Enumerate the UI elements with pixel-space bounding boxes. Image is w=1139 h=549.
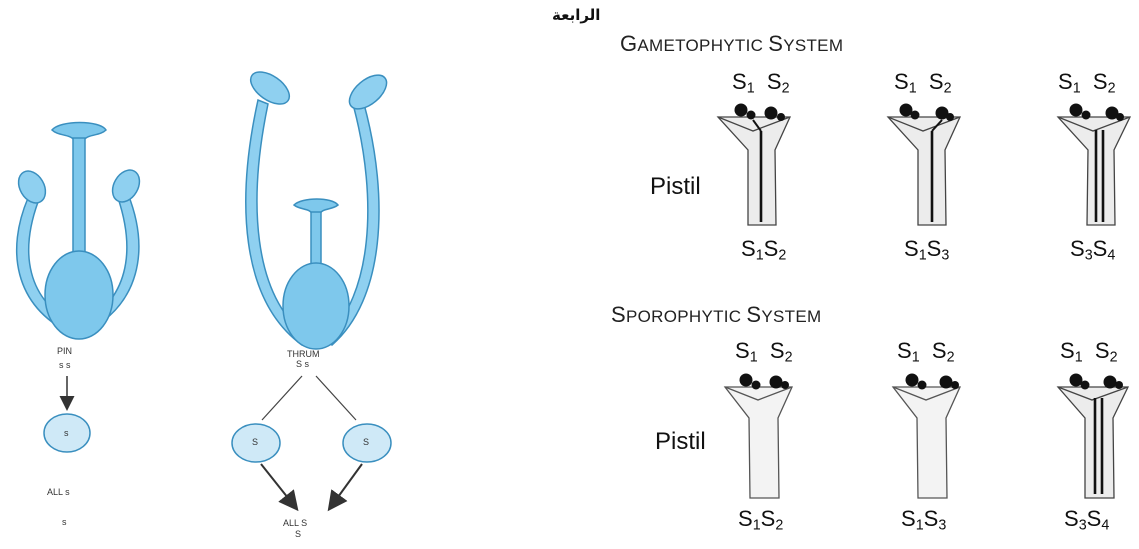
sporophytic-pollen-pair-1: S1 S2 [735,340,793,365]
pin-left-anther [13,166,51,207]
gametophytic-pistil-3 [1058,104,1130,226]
thrum-branch-right [316,376,356,420]
pin-flower [13,123,145,340]
sporophytic-genotype-2: S1S3 [901,508,946,533]
gametophytic-pollen-pair-2: S1 S2 [894,71,952,96]
pin-label: PIN [57,347,72,356]
thrum-pollen-right-label: S [363,438,369,447]
arabic-header: الرابعة [552,8,600,23]
sporophytic-pistil-3 [1058,374,1128,499]
pin-right-anther [107,165,145,206]
thrum-genotype: S s [296,360,309,369]
thrum-arrow-left [261,464,296,508]
sporophytic-title: SPOROPHYTIC SYSTEM [611,304,821,326]
thrum-branch-left [262,376,302,420]
sporophytic-pollen-pair-3: S1 S2 [1060,340,1118,365]
gametophytic-pistils [718,104,1130,226]
sporophytic-pistil-1 [725,374,792,499]
gametophytic-title: GAMETOPHYTIC SYSTEM [620,33,843,55]
sporophytic-pistil-2 [893,374,960,499]
pin-offspring-line1: ALL s [47,488,70,497]
thrum-offspring-line1: ALL S [283,519,307,528]
thrum-flower [245,66,392,349]
gametophytic-pistil-2 [888,104,960,226]
sporophytic-pistils [725,374,1128,499]
sporophytic-genotype-3: S3S4 [1064,508,1109,533]
pin-pollen-allele: s [64,429,69,438]
gametophytic-genotype-1: S1S2 [741,238,786,263]
thrum-pollen-left-label: S [252,438,258,447]
sporophytic-genotype-1: S1S2 [738,508,783,533]
thrum-right-anther [343,69,392,116]
gametophytic-pollen-pair-3: S1 S2 [1058,71,1116,96]
pin-style [73,138,85,260]
thrum-ovary [283,263,349,349]
pin-ovary [45,251,113,339]
pin-offspring-line2: s [62,518,67,527]
sporophytic-pistil-label: Pistil [655,430,706,454]
pin-genotype: s s [59,361,71,370]
gametophytic-genotype-2: S1S3 [904,238,949,263]
gametophytic-pistil-label: Pistil [650,175,701,199]
gametophytic-pistil-1 [718,104,790,226]
sporophytic-pollen-pair-2: S1 S2 [897,340,955,365]
thrum-label: THRUM [287,350,320,359]
thrum-arrow-right [330,464,362,508]
gametophytic-genotype-3: S3S4 [1070,238,1115,263]
thrum-offspring-line2: S [295,530,301,539]
thrum-left-anther [245,66,295,111]
gametophytic-pollen-pair-1: S1 S2 [732,71,790,96]
